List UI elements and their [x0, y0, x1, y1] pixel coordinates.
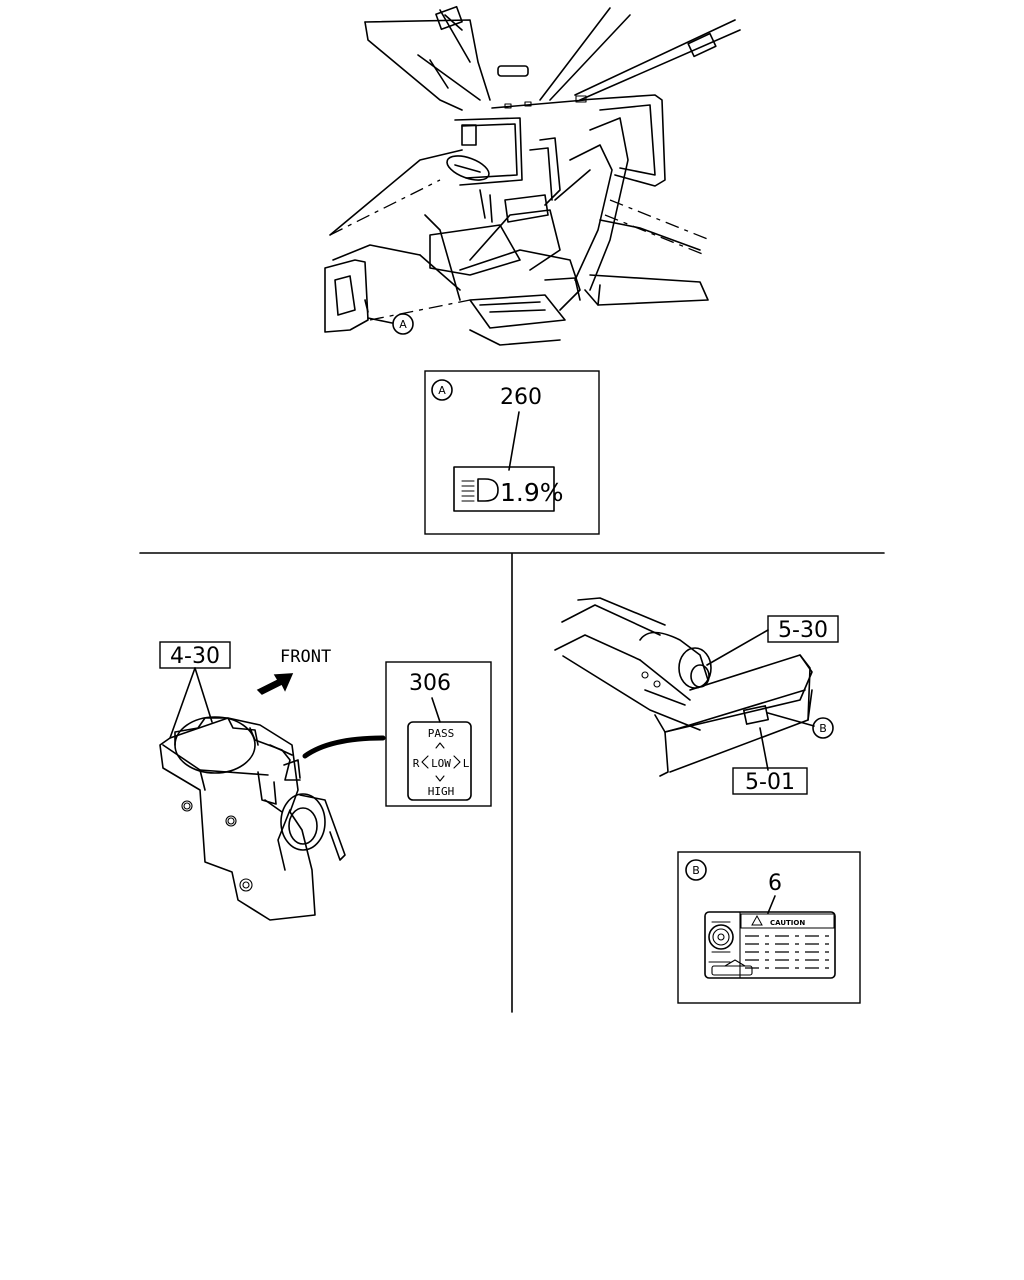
switch-low-label: LOW [431, 757, 451, 770]
switch-label-detail: 306 PASS R LOW L HIGH [385, 661, 492, 807]
switch-pass-label: PASS [428, 727, 455, 740]
switch-l-label: L [463, 757, 470, 770]
switch-high-label: HIGH [428, 785, 455, 798]
switch-r-label: R [413, 757, 420, 770]
front-arrow-icon [256, 673, 294, 695]
front-direction-label: FRONT [280, 647, 331, 667]
detail-a-box: A 260 1.9% [424, 370, 600, 535]
part-ref-5-01: 5-01 [745, 770, 795, 795]
callout-a-letter: A [399, 318, 407, 331]
callout-b-letter: B [819, 722, 827, 735]
switch-label-part-number: 306 [409, 671, 451, 696]
cab-interior-illustration: A [324, 5, 741, 346]
detail-b-part-number: 6 [768, 871, 782, 896]
detail-b-letter: B [692, 864, 700, 877]
part-ref-4-30: 4-30 [170, 644, 220, 669]
part-ref-5-30: 5-30 [778, 618, 828, 643]
headlight-icon [461, 478, 499, 502]
aim-label-text: 1.9% [500, 478, 564, 507]
detail-a-part-number: 260 [500, 385, 542, 410]
detail-b-box: B 6 CAUTION [677, 851, 861, 1004]
caution-label: CAUTION [704, 911, 836, 979]
warning-triangle-icon [751, 914, 763, 926]
left-panel: 4-30 FRONT [159, 641, 492, 921]
caution-heading: CAUTION [770, 919, 805, 927]
detail-a-letter: A [438, 384, 446, 397]
frame-rail-illustration [554, 597, 813, 777]
right-panel: 5-30 B 5-01 [554, 597, 839, 795]
combination-switch-body [159, 716, 346, 921]
